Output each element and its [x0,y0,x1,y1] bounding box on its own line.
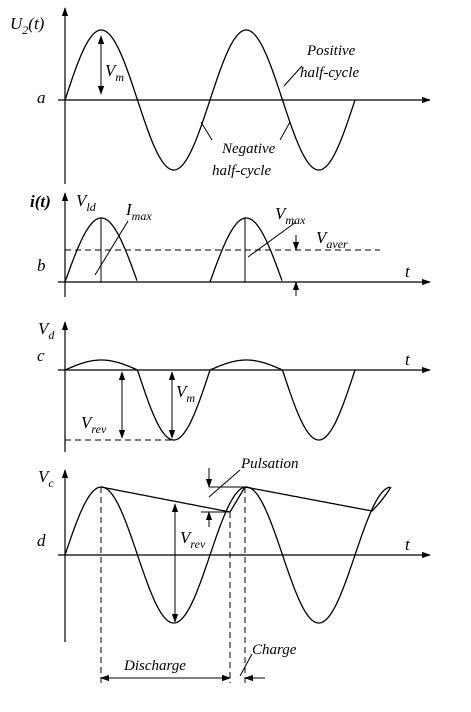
panel-d-y-label: Vc [38,467,54,490]
panel-b: i(t) b Vld Imax Vmax Vaver t [30,191,431,297]
negative-leader-right [279,121,291,141]
panel-c-diode-voltage-wave [64,359,356,441]
panel-b-y-label: i(t) [30,192,51,211]
panel-c-t-label: t [405,350,411,369]
panel-d-pulsation-label: Pulsation [240,456,299,472]
panel-d-charge-leader [239,653,253,677]
panel-b-t-label: t [405,262,411,281]
panel-b-letter: b [37,256,46,275]
panel-a-sine-wave [64,29,356,171]
panel-b-vld-label: Vld [76,191,97,214]
panel-b-imax-leader [94,220,129,276]
panel-c-vm-label: Vm [176,382,195,405]
panel-d-letter: d [37,531,46,550]
positive-half-cycle-line2: half-cycle [300,65,359,81]
panel-b-imax-label: Imax [125,200,152,223]
panel-c-vrev-label: Vrev [81,413,107,436]
negative-half-cycle-line2: half-cycle [212,163,271,179]
panel-d-vrev-label: Vrev [180,528,206,551]
panel-b-vmax-label: Vmax [275,204,306,227]
panel-b-vmax-leader [247,221,297,258]
negative-leader-left [200,121,213,141]
panel-a: U2(t) a Vm Positive half-cycle Negative … [10,7,431,184]
panel-b-vaver-label: Vaver [316,228,348,251]
panel-d-discharge-label: Discharge [123,658,186,674]
panel-a-letter: a [37,88,46,107]
panel-d-pulsation-leader [208,469,241,498]
panel-c: Vd c Vm Vrev t [37,319,431,452]
panel-d-t-label: t [405,535,411,554]
panel-a-vm-label: Vm [105,61,124,84]
panel-d-source-sine-wave [64,486,391,624]
panel-d-charge-label: Charge [252,642,297,658]
positive-half-cycle-line1: Positive [306,43,356,59]
panel-c-y-label: Vd [38,319,55,342]
panel-a-y-label: U2(t) [10,14,45,37]
negative-half-cycle-line1: Negative [221,141,276,157]
panel-d: Vc d Pulsation Vrev t Discharge Charge [37,456,431,683]
panel-d-capacitor-voltage-envelope [100,486,392,513]
panel-c-letter: c [37,346,45,365]
positive-half-cycle-leader [283,65,303,87]
